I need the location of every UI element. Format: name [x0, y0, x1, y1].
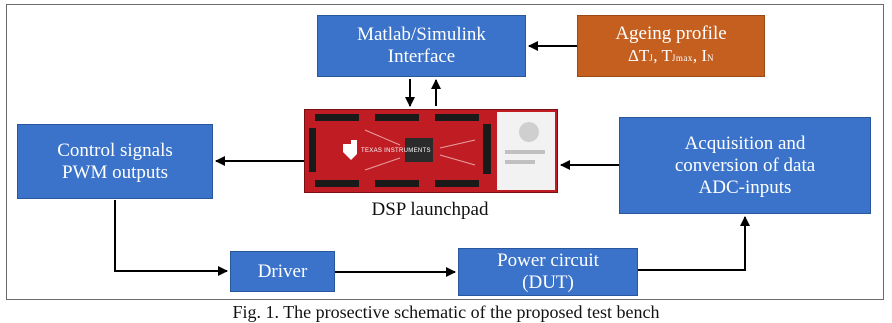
power-line2: (DUT): [522, 272, 574, 293]
control-line1: Control signals: [57, 139, 173, 161]
header-top-right: [435, 114, 479, 121]
usb-connector-icon: [519, 122, 539, 142]
header-bottom-right: [435, 180, 479, 187]
figure-caption: Fig. 1. The prosective schematic of the …: [232, 302, 660, 322]
ti-logo-icon: [343, 140, 357, 160]
matlab-simulink-block: Matlab/Simulink Interface: [317, 15, 526, 77]
power-line1: Power circuit: [497, 250, 599, 271]
dsp-chip: [405, 138, 433, 162]
in-symbol: I: [701, 46, 708, 65]
dsp-launchpad-board: TEXAS INSTRUMENTS: [304, 109, 558, 193]
matlab-line2: Interface: [387, 46, 456, 67]
tjmax-subscript: Jmax: [671, 53, 693, 63]
delta-tj-symbol: ΔT: [627, 46, 650, 65]
power-circuit-block: Power circuit (DUT): [458, 248, 638, 296]
matlab-line1: Matlab/Simulink: [357, 24, 486, 45]
header-top-left: [315, 114, 359, 121]
board-traces: [364, 129, 476, 171]
in-subscript: N: [707, 53, 715, 63]
driver-label: Driver: [257, 260, 308, 282]
header-right: [483, 124, 491, 174]
header-left: [309, 128, 316, 172]
diagram-frame: [6, 4, 884, 300]
acquisition-block: Acquisition and conversion of data ADC-i…: [619, 117, 871, 214]
arrow-control-to-driver: [114, 200, 228, 276]
acquisition-line1: Acquisition and: [684, 132, 806, 154]
header-top-mid: [375, 114, 419, 121]
tjmax-symbol: T: [661, 46, 672, 65]
label-strip: [505, 160, 535, 164]
ageing-profile-block: Ageing profile ΔTJ, TJmax, IN: [577, 15, 765, 77]
acquisition-line3: ADC-inputs: [698, 176, 792, 198]
delta-tj-subscript: J: [649, 53, 654, 63]
label-strip: [505, 150, 545, 154]
header-bottom-left: [315, 180, 359, 187]
board-artwork: [309, 112, 555, 190]
ageing-line1: Ageing profile: [615, 23, 727, 44]
ageing-params: ΔTJ, TJmax, IN: [627, 46, 715, 65]
control-line2: PWM outputs: [61, 161, 169, 183]
dsp-caption: DSP launchpad: [371, 199, 489, 220]
control-signals-block: Control signals PWM outputs: [17, 124, 213, 199]
board-brand-text: TEXAS INSTRUMENTS: [361, 148, 431, 154]
arrow-power-to-acquisition: [638, 216, 750, 271]
header-bottom-mid: [375, 180, 419, 187]
driver-block: Driver: [230, 251, 335, 292]
acquisition-line2: conversion of data: [674, 154, 816, 176]
